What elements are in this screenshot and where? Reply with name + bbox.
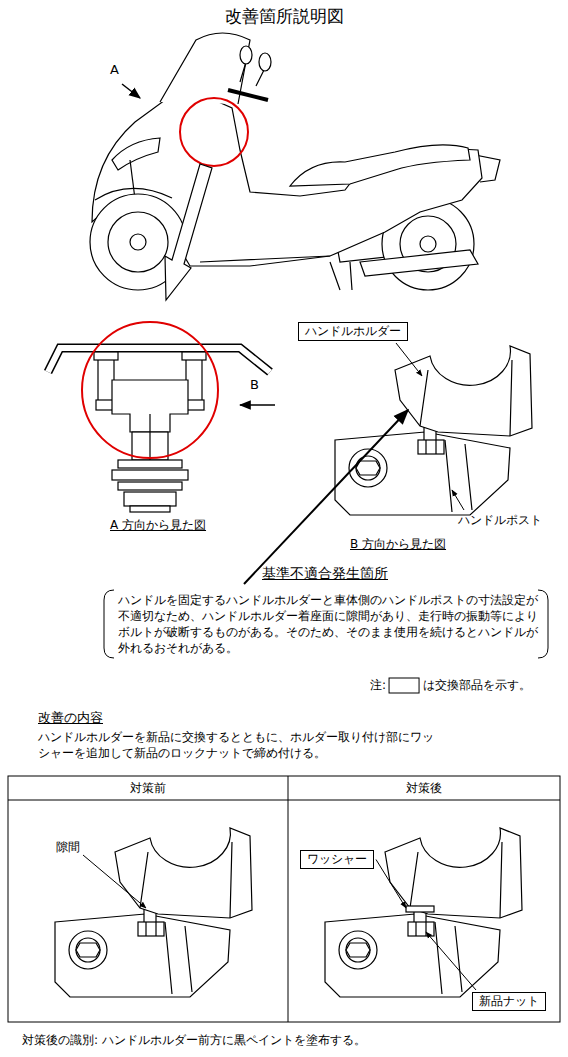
mirror xyxy=(240,46,252,64)
stem-disc xyxy=(130,506,170,512)
rear-hub xyxy=(420,236,436,252)
front-fender xyxy=(95,188,172,200)
view-caption: B 方向から見た図 xyxy=(350,537,446,552)
remedy-description: ハンドルホルダーを新品に交換するとともに、ホルダー取り付け部にワッシャーを追加し… xyxy=(38,729,438,761)
stem-line xyxy=(149,414,150,460)
stem-disc xyxy=(118,482,182,490)
highlight-circle xyxy=(82,322,218,458)
legend-box xyxy=(389,678,419,693)
mirror xyxy=(259,53,271,71)
leader-line xyxy=(376,860,406,909)
table-header: 対策後 xyxy=(406,781,442,796)
footnote: 対策後の識別: ハンドルホルダー前方に黒ペイントを塗布する。 xyxy=(22,1033,366,1048)
part-name: ハンドルホルダー xyxy=(305,324,401,339)
callout-label: 隙間 xyxy=(56,840,80,855)
leader-line xyxy=(426,932,476,990)
stem-disc xyxy=(124,492,176,506)
headlight xyxy=(112,138,160,170)
front-rim xyxy=(108,212,168,272)
front-hub xyxy=(130,234,146,250)
zoom-arrow xyxy=(165,164,212,300)
bracket xyxy=(104,590,548,658)
washer xyxy=(406,906,434,912)
muffler xyxy=(360,250,478,276)
holder-cap xyxy=(182,352,206,360)
pointer-arrow xyxy=(244,410,408,584)
part-name: 新品ナット xyxy=(479,994,539,1009)
seat xyxy=(290,145,470,186)
note: 注: xyxy=(370,678,386,693)
table-rule xyxy=(8,800,560,801)
note: は交換部品を示す。 xyxy=(423,678,531,693)
stem-disc xyxy=(118,460,182,468)
handlebar xyxy=(48,348,270,372)
view-letter: A xyxy=(110,62,119,77)
leader-line xyxy=(452,490,464,510)
defect-description: ハンドルを固定するハンドルホルダーと車体側のハンドルポストの寸法設定が不適切なた… xyxy=(118,592,542,656)
table-header: 対策前 xyxy=(130,781,166,796)
table-rule xyxy=(288,776,289,1022)
holder-cap xyxy=(94,352,118,360)
front-view xyxy=(48,348,270,512)
leader-line xyxy=(396,343,422,376)
view-arrow xyxy=(240,404,275,406)
part-name-box: ハンドルホルダー xyxy=(298,322,408,341)
part-name: ワッシャー xyxy=(307,852,367,867)
handlebar xyxy=(228,90,268,100)
view-letter: B xyxy=(250,377,259,392)
part-name-box: 新品ナット xyxy=(472,992,546,1011)
table-border xyxy=(8,776,560,1022)
holder-detail xyxy=(335,346,532,515)
title: 改善箇所説明図 xyxy=(225,6,344,26)
part-name-box: ワッシャー xyxy=(300,850,374,869)
handlebar-outline xyxy=(48,348,270,372)
leader-line xyxy=(83,855,146,908)
highlight-circle xyxy=(180,98,248,166)
section-heading: 改善の内容 xyxy=(38,710,103,725)
holder-detail xyxy=(55,828,252,997)
floor-and-stand xyxy=(200,256,352,290)
scooter xyxy=(90,33,500,290)
view-arrow xyxy=(122,84,140,98)
defect-heading: 基準不適合発生箇所 xyxy=(262,566,388,581)
part-name: ハンドルポスト xyxy=(458,513,542,528)
view-caption: A 方向から見た図 xyxy=(110,518,206,533)
stem-disc xyxy=(112,470,188,480)
